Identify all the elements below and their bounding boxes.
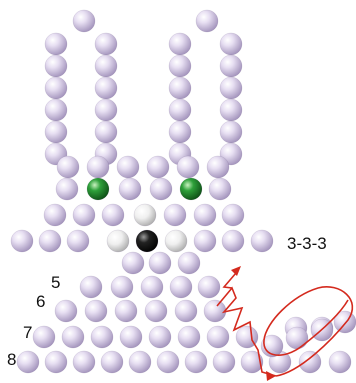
bead — [149, 177, 173, 201]
bead — [44, 76, 68, 100]
bead — [32, 325, 56, 349]
bead — [168, 54, 192, 78]
bead — [176, 155, 200, 179]
bead — [221, 229, 245, 253]
bead — [100, 350, 124, 374]
bead — [156, 350, 180, 374]
white-bead — [106, 229, 130, 253]
bead — [101, 203, 125, 227]
bead — [177, 251, 201, 275]
bead — [235, 325, 259, 349]
bead — [148, 251, 172, 275]
thread-zigzag — [216, 286, 277, 377]
bead — [54, 299, 78, 323]
bead — [94, 54, 118, 78]
bead — [72, 9, 96, 33]
bead — [84, 299, 108, 323]
bead — [184, 350, 208, 374]
bead — [168, 120, 192, 144]
thread-end-arrowhead — [266, 371, 276, 381]
bead — [193, 229, 217, 253]
white-bead — [133, 203, 157, 227]
bead — [119, 325, 143, 349]
bead — [140, 275, 164, 299]
bead — [169, 275, 193, 299]
bead — [128, 350, 152, 374]
bead — [174, 299, 198, 323]
bead — [219, 120, 243, 144]
bead — [146, 155, 170, 179]
bead — [79, 275, 103, 299]
bead — [219, 54, 243, 78]
bead — [177, 325, 201, 349]
bead — [55, 177, 79, 201]
bead — [208, 177, 232, 201]
row-label-8: 8 — [7, 350, 16, 369]
bead — [44, 120, 68, 144]
bead — [90, 325, 114, 349]
bead — [298, 350, 322, 374]
bead — [56, 155, 80, 179]
bead — [114, 299, 138, 323]
bead — [10, 229, 34, 253]
row-label-7: 7 — [23, 323, 32, 342]
bead — [285, 326, 309, 350]
bead — [212, 350, 236, 374]
bead — [148, 325, 172, 349]
thread-path — [216, 266, 354, 381]
bead — [206, 325, 230, 349]
bead — [195, 9, 219, 33]
bead — [110, 275, 134, 299]
bead — [121, 251, 145, 275]
bead — [240, 350, 264, 374]
bead — [94, 32, 118, 56]
bead — [197, 275, 221, 299]
bead — [44, 54, 68, 78]
bead — [203, 299, 227, 323]
bead — [44, 98, 68, 122]
bead — [193, 203, 217, 227]
bead — [38, 229, 62, 253]
bead — [219, 98, 243, 122]
bead — [168, 76, 192, 100]
bead — [94, 76, 118, 100]
bead — [94, 120, 118, 144]
bead — [250, 229, 274, 253]
bead — [16, 350, 40, 374]
bead — [86, 155, 110, 179]
bead-grid — [10, 9, 356, 374]
bead — [168, 98, 192, 122]
thread-arrowhead — [231, 266, 241, 276]
bead — [221, 203, 245, 227]
labels: 3-3-3 5 6 7 8 — [7, 234, 327, 369]
bead — [72, 203, 96, 227]
bead — [206, 155, 230, 179]
bead — [144, 299, 168, 323]
bead — [116, 155, 140, 179]
green-bead — [179, 177, 203, 201]
bead — [163, 203, 187, 227]
bead — [61, 325, 85, 349]
black-bead — [135, 229, 159, 253]
row-label-6: 6 — [36, 292, 45, 311]
bead — [66, 229, 90, 253]
green-bead — [86, 177, 110, 201]
bead — [44, 350, 68, 374]
bead — [168, 32, 192, 56]
row-label-5: 5 — [51, 273, 60, 292]
bead — [219, 32, 243, 56]
bead — [44, 32, 68, 56]
bead — [43, 203, 67, 227]
bead — [72, 350, 96, 374]
bead — [219, 76, 243, 100]
white-bead — [164, 229, 188, 253]
pattern-label: 3-3-3 — [287, 234, 327, 253]
bead — [118, 177, 142, 201]
bead — [328, 350, 352, 374]
thread-loop — [263, 286, 354, 377]
thread-zigzag-upper — [222, 272, 237, 289]
bead — [94, 98, 118, 122]
